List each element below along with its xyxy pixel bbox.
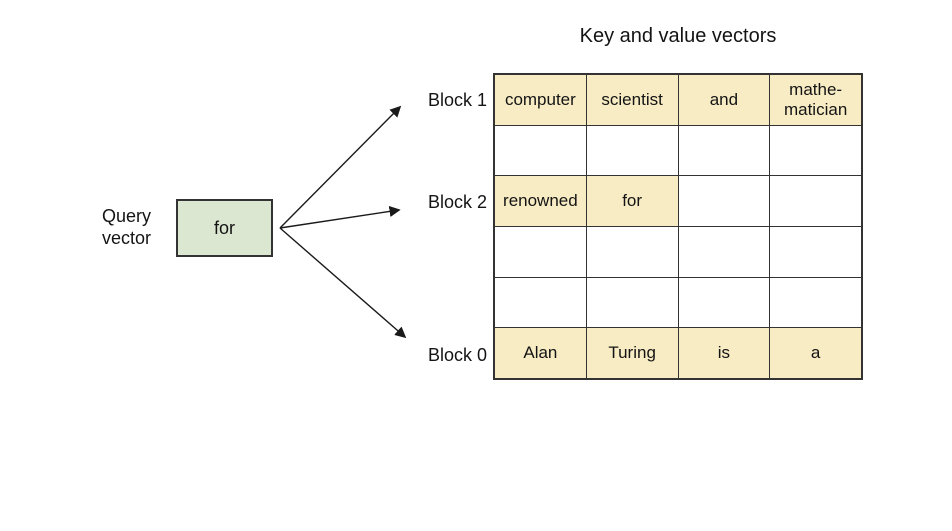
diagram-title: Key and value vectors <box>579 25 777 47</box>
table-cell <box>678 125 771 176</box>
table-cell <box>495 227 587 277</box>
table-cell <box>586 277 679 328</box>
table-cell: computer <box>495 75 587 125</box>
table-cell: mathe-matician <box>770 75 861 125</box>
table-cell: Alan <box>495 328 587 379</box>
table-cell: is <box>678 328 771 379</box>
table-cell: for <box>586 176 679 227</box>
query-vector-box-text: for <box>213 217 235 238</box>
table-cell <box>770 125 861 176</box>
table-cell <box>678 227 771 277</box>
table-cell: and <box>678 75 771 125</box>
table-cell: scientist <box>586 75 679 125</box>
table-row <box>495 277 861 329</box>
table-cell <box>586 125 679 176</box>
block-label-0: Block 0 <box>427 345 487 365</box>
table-cell <box>678 176 771 227</box>
query-vector-box: for <box>176 199 273 257</box>
table-cell <box>495 277 587 328</box>
block-label-2: Block 2 <box>427 192 487 212</box>
table-cell <box>678 277 771 328</box>
table-cell <box>770 227 861 277</box>
table-cell <box>495 125 587 176</box>
table-cell: a <box>770 328 861 379</box>
query-vector-label: Query vector <box>102 206 152 248</box>
table-row <box>495 227 861 278</box>
table-cell <box>586 227 679 277</box>
arrow-to-block-0 <box>279 227 407 339</box>
block-label-1: Block 1 <box>427 90 487 110</box>
table-row <box>495 125 861 177</box>
table-cell: Turing <box>586 328 679 379</box>
table-cell <box>770 176 861 227</box>
table-cell: renowned <box>495 176 587 227</box>
table-cell <box>770 277 861 328</box>
